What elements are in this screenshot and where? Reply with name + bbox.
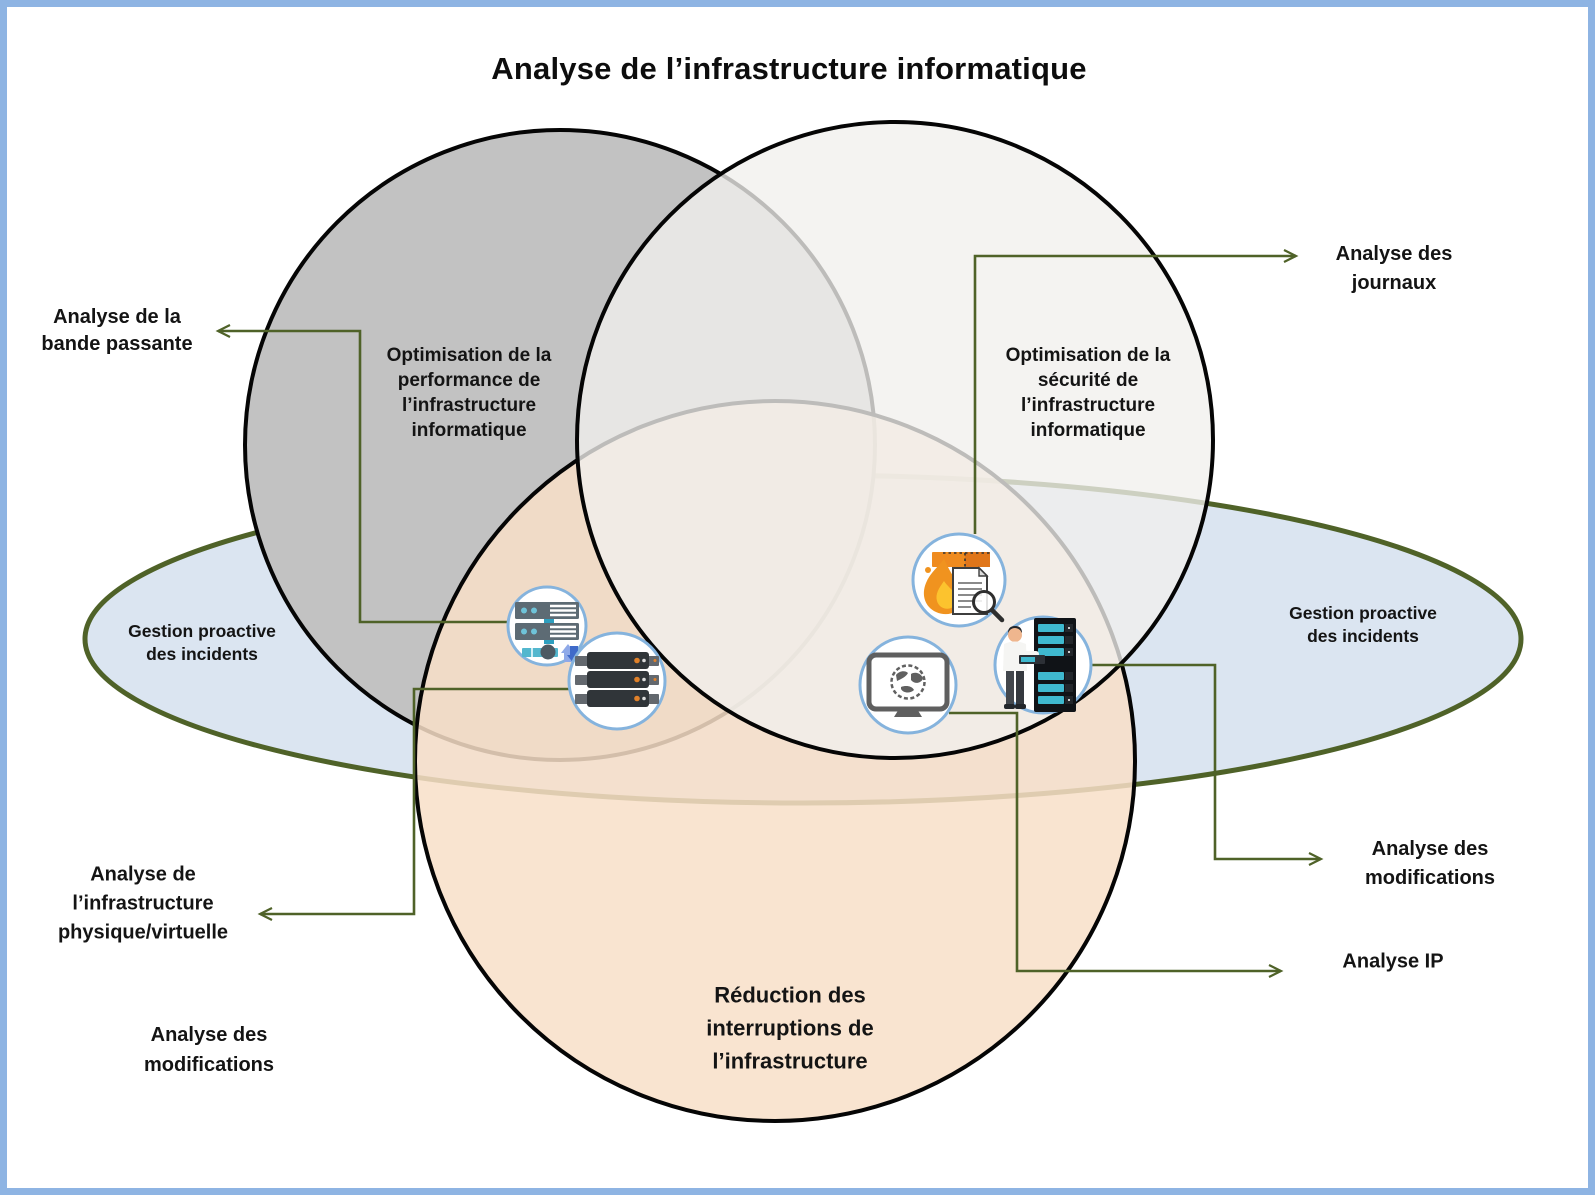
label-line: Réduction des	[714, 982, 866, 1008]
connector-analyse-ip	[949, 711, 1284, 978]
label-line: physique/virtuelle	[57, 921, 229, 944]
diagram-title: Analyse de l’infrastructure informatique	[491, 51, 1087, 86]
label-line: des incidents	[146, 644, 258, 664]
connector-bande-passante	[215, 324, 508, 624]
firewall-log-search-icon	[911, 532, 1007, 628]
label-line: Analyse de la	[53, 306, 181, 328]
label-infra-physique: Analyse de l’infrastructure physique/vir…	[58, 861, 228, 948]
label-analyse-ip: Analyse IP	[1342, 949, 1443, 976]
label-line: des incidents	[1307, 626, 1419, 646]
server-network-transfer-icon	[506, 585, 588, 667]
label-line: journaux	[1351, 272, 1437, 294]
label-line: Optimisation de la	[386, 345, 552, 366]
label-line: l’infrastructure	[1020, 395, 1156, 416]
label-line: Gestion proactive	[1289, 603, 1437, 623]
connector-infra-physique	[257, 687, 570, 921]
label-interruptions-region: Réduction des interruptions de l’infrast…	[706, 979, 873, 1078]
label-bande-passante: Analyse de la bande passante	[41, 304, 192, 358]
label-incidents-left: Gestion proactive des incidents	[128, 620, 276, 666]
label-line: Optimisation de la	[1005, 345, 1171, 366]
label-line: Analyse des	[1371, 838, 1489, 860]
connector-journaux	[973, 249, 1299, 534]
label-line: Analyse de	[90, 863, 196, 886]
label-line: performance de	[397, 370, 541, 391]
label-line: bande passante	[41, 333, 193, 355]
label-performance-region: Optimisation de la performance de l’infr…	[387, 343, 552, 443]
label-line: Gestion proactive	[128, 621, 276, 641]
label-line: Analyse IP	[1342, 950, 1444, 973]
label-line: l’infrastructure	[401, 395, 537, 416]
label-line: l’infrastructure	[712, 1048, 868, 1074]
venn-diagram	[82, 120, 1524, 1123]
label-line: Analyse des	[150, 1024, 268, 1046]
label-security-region: Optimisation de la sécurité de l’infrast…	[1006, 343, 1171, 443]
label-incidents-right: Gestion proactive des incidents	[1289, 602, 1437, 648]
label-line: l’infrastructure	[72, 892, 214, 915]
technician-server-rack-icon	[993, 615, 1093, 715]
label-line: modifications	[143, 1054, 275, 1076]
security-circle	[575, 120, 1215, 760]
label-line: informatique	[1030, 420, 1146, 441]
label-line: modifications	[1364, 867, 1496, 889]
label-line: Analyse des	[1335, 243, 1453, 265]
label-modifications-left: Analyse des modifications	[144, 1020, 274, 1080]
label-journaux: Analyse des journaux	[1336, 240, 1453, 298]
label-line: interruptions de	[706, 1015, 874, 1041]
monitor-globe-icon	[858, 635, 958, 735]
label-modifications-right: Analyse des modifications	[1365, 835, 1495, 893]
label-line: informatique	[411, 420, 527, 441]
label-line: sécurité de	[1037, 370, 1139, 391]
server-rack-stack-icon	[567, 631, 667, 731]
connector-modifications	[1091, 663, 1324, 866]
